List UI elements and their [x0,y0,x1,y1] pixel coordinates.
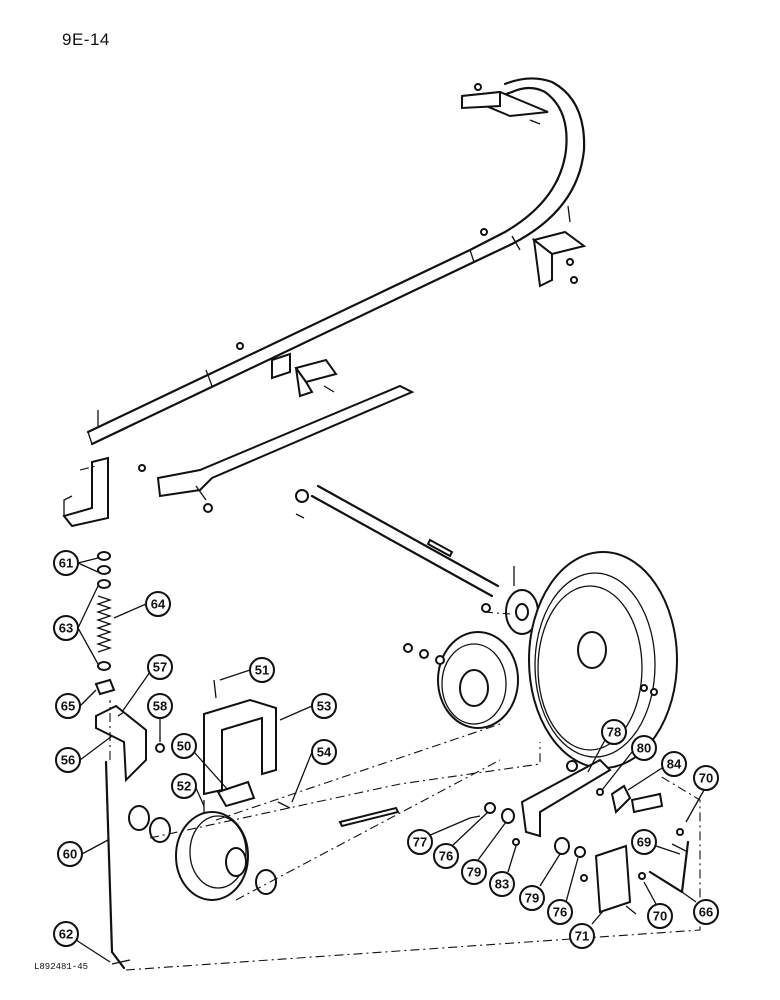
svg-text:65: 65 [61,699,75,714]
drive-pulley [128,805,400,901]
callout-70-upper: 70 [685,765,719,823]
callout-79-right: 79 [519,853,561,911]
callout-76-right: 76 [547,857,579,925]
spacers-and-bushings [469,802,586,858]
svg-text:69: 69 [637,835,651,850]
svg-text:77: 77 [413,835,427,850]
callout-80: 80 [601,735,657,791]
callout-76-left: 76 [433,811,489,869]
belt-guard-bracket [203,679,291,812]
left-l-bracket [62,456,109,528]
callout-58: 58 [147,693,173,742]
svg-text:83: 83 [495,877,509,892]
svg-text:58: 58 [153,699,167,714]
svg-text:70: 70 [653,909,667,924]
idler-arm [520,758,664,838]
svg-text:64: 64 [151,597,166,612]
tension-rod [104,760,131,970]
callout-56: 56 [55,735,113,773]
callout-60: 60 [57,839,109,867]
callout-64: 64 [113,591,171,619]
svg-text:53: 53 [317,699,331,714]
idler-pulley [403,631,519,729]
callout-78: 78 [587,719,627,773]
svg-text:63: 63 [59,621,73,636]
callout-53: 53 [279,693,337,721]
page-number: 9E-14 [62,30,110,49]
svg-text:50: 50 [177,739,191,754]
callout-65: 65 [55,689,97,719]
callout-71: 71 [569,909,605,949]
svg-text:62: 62 [59,927,73,942]
svg-text:80: 80 [637,741,651,756]
pivot-bracket [95,704,165,783]
callout-79-left: 79 [461,821,507,885]
callout-51: 51 [219,657,275,683]
callout-84: 84 [627,751,687,791]
callout-66: 66 [681,891,719,925]
svg-text:79: 79 [525,891,539,906]
svg-text:52: 52 [177,779,191,794]
callout-70-lower: 70 [643,881,673,929]
callout-69: 69 [631,829,681,855]
callout-63: 63 [53,585,99,665]
callout-54: 54 [291,739,337,803]
frame-hardware [97,342,338,426]
svg-text:60: 60 [63,847,77,862]
belt-path-lines [79,465,701,971]
svg-text:70: 70 [699,771,713,786]
svg-text:51: 51 [255,663,269,678]
svg-text:76: 76 [439,849,453,864]
large-pulley [528,551,678,769]
svg-text:56: 56 [61,753,75,768]
callout-83: 83 [489,845,517,897]
svg-text:76: 76 [553,905,567,920]
callout-62: 62 [53,921,111,963]
svg-text:79: 79 [467,865,481,880]
support-strap [138,384,415,513]
right-bracket [480,205,587,288]
callout-61: 61 [53,550,99,576]
callout-77: 77 [407,817,471,855]
svg-text:71: 71 [575,929,589,944]
spring-assembly [94,551,116,696]
svg-text:54: 54 [317,745,332,760]
top-bracket [461,83,549,125]
svg-text:66: 66 [699,905,713,920]
callout-52: 52 [171,773,205,807]
callout-57: 57 [121,654,173,713]
svg-text:78: 78 [607,725,621,740]
svg-text:84: 84 [667,757,682,772]
svg-text:61: 61 [59,556,73,571]
drive-shaft [295,484,500,613]
drawing-reference-number: L892481-45 [34,962,89,972]
svg-text:57: 57 [153,660,167,675]
callout-50: 50 [171,733,229,791]
curved-frame-bar [86,77,586,446]
